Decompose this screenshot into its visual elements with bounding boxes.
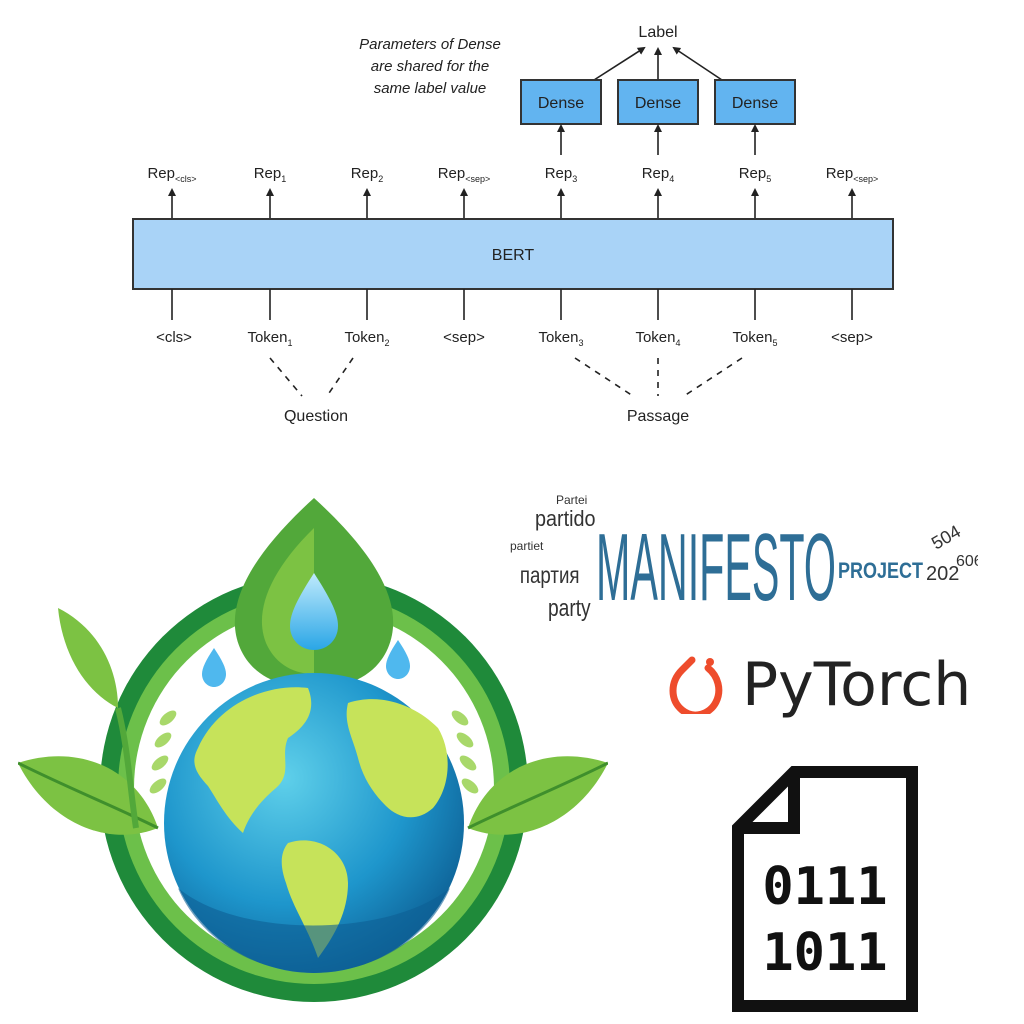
- token-label-2: Token2: [344, 329, 389, 348]
- label-text: Label: [638, 24, 677, 41]
- dense-label-2: Dense: [635, 95, 681, 112]
- token-label-7: <sep>: [831, 329, 873, 346]
- small-drop-left-icon: [202, 648, 226, 687]
- rep-label-6: Rep5: [739, 165, 772, 184]
- rep-label-2: Rep2: [351, 165, 384, 184]
- word-party: party: [548, 594, 591, 622]
- note-line-1: Parameters of Dense: [359, 36, 501, 53]
- binary-line-1: 0111: [762, 857, 887, 917]
- token-label-1: Token1: [247, 329, 292, 348]
- note-line-3: same label value: [374, 80, 487, 97]
- dense-label-1: Dense: [538, 95, 584, 112]
- bert-label: BERT: [492, 247, 535, 264]
- bert-box: BERT: [132, 218, 894, 290]
- passage-label: Passage: [627, 408, 689, 425]
- number-504: 504: [928, 521, 964, 553]
- left-stem-icon: [115, 707, 139, 829]
- small-drop-right-icon: [386, 640, 410, 679]
- dense-to-label-arrow-1: [593, 46, 646, 81]
- token-label-6: Token5: [732, 329, 777, 348]
- rep-label-7: Rep<sep>: [826, 165, 879, 184]
- continent-north-america-icon: [194, 687, 312, 833]
- token-label-0: <cls>: [156, 329, 192, 346]
- continent-europe-africa-icon: [346, 699, 448, 818]
- rep-label-4: Rep3: [545, 165, 578, 184]
- wheat-left-icon: [149, 710, 177, 794]
- word-partido: partido: [535, 507, 595, 531]
- token-label-5: Token4: [635, 329, 680, 348]
- dense-to-label-arrow-3: [672, 46, 723, 81]
- pytorch-wordmark: PyTorch: [742, 650, 972, 720]
- dense-box-2: Dense: [617, 79, 699, 125]
- dense-box-1: Dense: [520, 79, 602, 125]
- word-partiet: partiet: [510, 539, 544, 553]
- note-line-2: are shared for the: [371, 58, 489, 75]
- question-label: Question: [284, 408, 348, 425]
- wheat-right-icon: [451, 710, 479, 794]
- number-202: 202: [926, 563, 959, 585]
- rep-label-0: Rep<cls>: [147, 165, 196, 184]
- number-606: 606: [956, 553, 978, 570]
- binary-file-icon: 0111 1011: [732, 766, 918, 1012]
- passage-group-lines: [574, 357, 743, 397]
- token-label-3: <sep>: [443, 329, 485, 346]
- earth-eco-emblem: [18, 498, 608, 1002]
- dense-label-3: Dense: [732, 95, 778, 112]
- pytorch-flame-icon: [669, 656, 723, 714]
- project-title: PROJECT: [838, 558, 923, 583]
- binary-line-2: 1011: [762, 923, 887, 983]
- manifesto-project-logo: Partei partido partiet партия party MANI…: [510, 493, 978, 622]
- word-partei: Partei: [556, 493, 587, 507]
- bert-qa-diagram: Parameters of Dense are shared for the s…: [132, 24, 894, 425]
- rep-label-1: Rep1: [254, 165, 287, 184]
- dense-box-3: Dense: [714, 79, 796, 125]
- rep-label-5: Rep4: [642, 165, 675, 184]
- left-sprout-icon: [58, 608, 118, 708]
- bert-output-arrows: [168, 188, 856, 219]
- question-group-lines: [269, 357, 354, 397]
- word-partiya: партия: [520, 563, 580, 588]
- rep-label-3: Rep<sep>: [438, 165, 491, 184]
- water-drop-icon: [290, 573, 338, 650]
- token-label-4: Token3: [538, 329, 583, 348]
- rep-labels: Rep<cls> Rep1 Rep2 Rep<sep> Rep3 Rep4 Re…: [147, 165, 878, 184]
- manifesto-title: MANIFESTO: [596, 514, 836, 621]
- token-labels: <cls> Token1 Token2 <sep> Token3 Token4 …: [156, 329, 873, 348]
- token-input-lines: [171, 289, 853, 320]
